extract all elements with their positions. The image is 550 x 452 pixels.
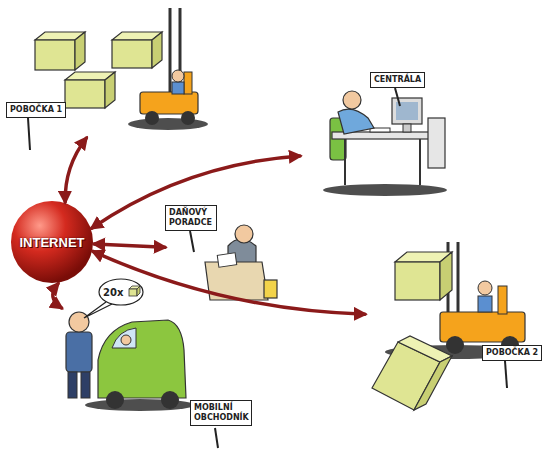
floor-shadow [128, 118, 208, 130]
internet-label: INTERNET [10, 200, 94, 284]
internet-circle [11, 201, 93, 283]
monitor-stand [403, 124, 411, 132]
sign-post [395, 88, 400, 106]
computer-tower [428, 118, 445, 168]
waste-bin [264, 280, 277, 298]
forklift-body [140, 92, 198, 114]
sign-post [28, 118, 30, 150]
network-arrow [65, 138, 86, 202]
sign-post [505, 361, 507, 388]
crate-side [75, 32, 85, 70]
car-window [112, 328, 136, 348]
site-node: DAŇOVÝ PORADCE [165, 200, 280, 300]
desk-leg [419, 139, 421, 185]
crate-front [395, 262, 440, 300]
computer-monitor [392, 98, 422, 124]
crate-side [440, 252, 452, 300]
network-arrow [93, 251, 365, 314]
car-driver [121, 335, 131, 345]
site-node: POBOČKA 2 [365, 245, 545, 425]
floor-shadow [323, 184, 447, 196]
crate-front [35, 40, 75, 70]
bubble-outline [99, 279, 143, 305]
crate-front [112, 40, 152, 68]
bubble-label: 20x [103, 278, 123, 306]
salesman-leg [68, 372, 77, 398]
network-arrow [53, 284, 62, 308]
clerk-head [343, 91, 361, 109]
desk-leg [344, 139, 346, 185]
sign-post [215, 428, 218, 448]
clerk-body [338, 109, 374, 134]
site-sign: POBOČKA 2 [482, 345, 542, 361]
crate-side [152, 32, 162, 68]
crate-icon-side [137, 286, 140, 296]
salesman-head [69, 312, 89, 332]
forklift-seat [184, 72, 192, 94]
falling-crate-top [398, 336, 452, 362]
driver-head [478, 281, 492, 295]
advisor-head [235, 225, 253, 243]
site-sign: CENTRÁLA [370, 72, 425, 88]
sign-post [190, 231, 194, 252]
driver-body [172, 82, 184, 94]
salesman-body [66, 332, 92, 372]
network-arrow [94, 244, 165, 247]
network-arrow [92, 156, 300, 228]
internet-node: INTERNET [10, 200, 94, 284]
driver-head [172, 70, 184, 82]
bubble-tail [84, 302, 112, 318]
advisor-desk [205, 262, 268, 300]
site-node: POBOČKA 1 [5, 10, 210, 138]
crate-front [65, 80, 105, 108]
delivery-car [98, 320, 186, 398]
car-wheel [161, 391, 179, 409]
driver-body [478, 296, 492, 312]
speech-bubble-node: 20x [98, 278, 144, 306]
crate-icon [129, 289, 137, 296]
tax-paper [217, 253, 236, 267]
forklift-wheel [446, 336, 464, 354]
forklift-mast [169, 8, 172, 100]
site-sign: POBOČKA 1 [6, 102, 66, 118]
falling-crate-side [414, 356, 452, 410]
site-node: MOBILNÍ OBCHODNÍK [55, 308, 250, 448]
site-node: CENTRÁLA [300, 65, 450, 195]
site-sign: MOBILNÍ OBCHODNÍK [190, 400, 252, 426]
salesman-leg [81, 372, 90, 398]
forklift-wheel [145, 111, 159, 125]
crate-side [105, 72, 115, 108]
forklift-seat [498, 286, 507, 314]
site-sign: DAŇOVÝ PORADCE [165, 205, 217, 231]
forklift-wheel [181, 111, 195, 125]
car-wheel [106, 391, 124, 409]
